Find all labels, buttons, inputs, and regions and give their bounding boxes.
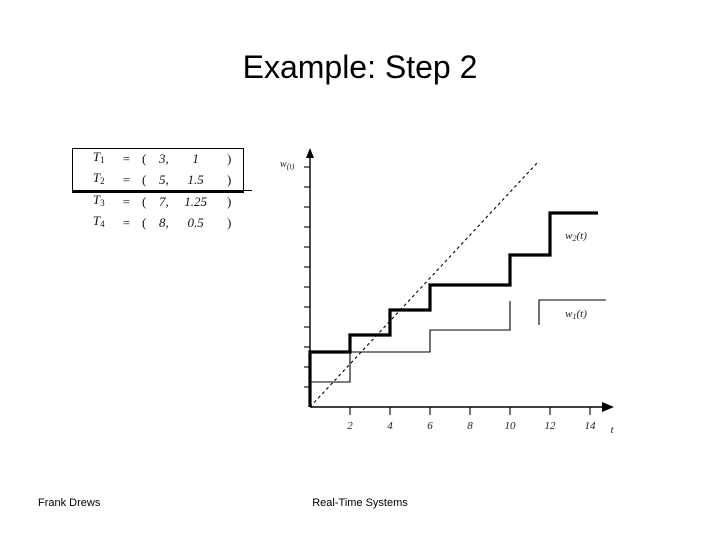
footer-author: Frank Drews [38,497,101,509]
table-top-rule [72,148,244,149]
execution-cell: 0.5 [187,214,204,230]
x-tick-label: 12 [545,420,557,432]
x-tick-label: 4 [387,420,393,432]
w2-step-curve [308,211,598,407]
w1-step-curve [310,301,511,383]
legend-item-w2: w2(t) [565,230,587,243]
page-title: Example: Step 2 [242,49,478,85]
identity-diagonal-line [309,161,539,408]
equals-cell: = [122,214,131,230]
task-index: 4 [100,219,105,229]
chart-svg: w(t) 2 4 6 8 10 12 14 t [280,148,614,435]
period-cell: 8, [159,214,169,230]
equals-cell: = [122,171,131,187]
open-paren-cell: ( [142,150,147,166]
x-tick-label: 10 [505,420,517,432]
table-row: T1 = ( 3, 1 ) [72,148,252,169]
open-paren-cell: ( [142,171,147,187]
open-paren-cell: ( [137,190,152,212]
task-parameter-table: T1 = ( 3, 1 ) T2 = ( 5, 1.5 ) [72,148,252,248]
footer-subject: Real-Time Systems [312,497,408,509]
legend-item-w1: w1(t) [538,299,606,325]
close-paren-cell: ) [214,190,252,212]
table-middle-rule [72,192,244,193]
period-cell: 5, [159,171,169,187]
execution-cell: 1.5 [187,171,204,187]
task-label-cell: T2 [72,169,116,191]
task-label-cell: T3 [72,190,116,212]
close-paren-cell: ) [227,214,232,230]
equals-cell: = [115,190,138,212]
execution-cell: 1 [192,150,199,166]
legend-label-w2: w2(t) [565,230,587,243]
x-tick-label: 2 [347,420,353,432]
legend-label-w1: w1(t) [565,308,587,321]
task-table-grid: T1 = ( 3, 1 ) T2 = ( 5, 1.5 ) [72,148,252,233]
open-paren-cell: ( [142,214,147,230]
table-row: T2 = ( 5, 1.5 ) [72,169,252,191]
close-paren-cell: ) [227,171,232,187]
equals-cell: = [122,150,131,166]
x-tick-label: 14 [585,420,597,432]
task-symbol: T [92,170,101,185]
x-tick-label: 6 [427,420,433,432]
x-tick-label: 8 [467,420,473,432]
period-cell: 3, [159,150,169,166]
x-axis-label: t [610,424,614,435]
task-index: 1 [100,155,105,165]
task-symbol: T [92,192,101,207]
task-symbol: T [92,149,101,164]
task-symbol: T [92,213,101,228]
task-label-cell: T1 [72,148,116,169]
period-cell: 7, [151,190,177,212]
task-index: 2 [100,176,105,186]
task-label-cell: T4 [72,212,116,233]
legend-leader-w1 [538,299,606,325]
y-axis-arrowhead [306,148,314,158]
x-axis-arrowhead [602,402,614,412]
x-axis: 2 4 6 8 10 12 14 t [310,402,614,435]
task-index: 3 [100,198,105,208]
workload-chart: w(t) 2 4 6 8 10 12 14 t [276,140,632,435]
close-paren-cell: ) [227,150,232,166]
execution-cell: 1.25 [176,190,215,212]
table-row: T3 = ( 7, 1.25 ) [72,190,252,212]
y-axis-label: w(t) [280,159,295,171]
table-row: T4 = ( 8, 0.5 ) [72,212,252,233]
